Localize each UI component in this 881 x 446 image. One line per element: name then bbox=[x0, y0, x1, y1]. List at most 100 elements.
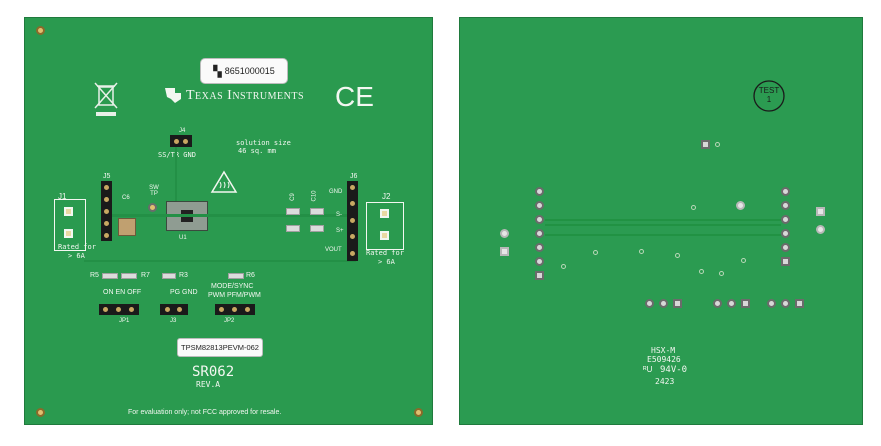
back-bottom-pad-1 bbox=[645, 299, 654, 308]
c10-label: C10 bbox=[311, 190, 318, 202]
j3-label: J3 bbox=[170, 318, 177, 324]
part-number-sticker: TPSM82813PEVM-062 bbox=[177, 338, 263, 357]
back-pad-far-left bbox=[500, 229, 509, 238]
resistor-r6 bbox=[228, 273, 244, 279]
hot-surface-warning-icon bbox=[210, 170, 238, 193]
j1-outline bbox=[54, 199, 86, 251]
cap-c9 bbox=[286, 208, 300, 215]
back-pad-left-3 bbox=[535, 215, 544, 224]
hsx-marking: HSX-M bbox=[651, 346, 676, 355]
back-sq-far-left bbox=[500, 247, 509, 256]
ti-logo-text: Texas Instruments bbox=[186, 88, 305, 103]
r3-label: R3 bbox=[179, 272, 188, 279]
back-bottom-pad-2 bbox=[659, 299, 668, 308]
back-pad-right-4 bbox=[781, 229, 790, 238]
j2-outline bbox=[366, 202, 404, 250]
r6-label: R6 bbox=[246, 272, 255, 279]
back-bottom-sq-3 bbox=[795, 299, 804, 308]
jp1-label: JP1 bbox=[119, 318, 130, 324]
j1-label: J1 bbox=[58, 192, 67, 201]
trace-main bbox=[112, 214, 352, 217]
j2-pad-bottom[interactable] bbox=[380, 231, 389, 240]
via-top bbox=[715, 142, 720, 147]
back-bottom-sq-1 bbox=[673, 299, 682, 308]
header-jp1[interactable] bbox=[99, 304, 139, 315]
j5-label: J5 bbox=[103, 173, 111, 180]
u1-label: U1 bbox=[179, 235, 187, 241]
sw-testpoint[interactable] bbox=[148, 203, 157, 212]
back-trace-1 bbox=[545, 219, 781, 221]
back-pad-left-4 bbox=[535, 229, 544, 238]
trace-vert bbox=[175, 147, 177, 201]
mounting-hole-bl bbox=[36, 408, 45, 417]
header-j3[interactable] bbox=[160, 304, 188, 315]
j1-pad-bottom[interactable] bbox=[64, 229, 73, 238]
rated-right-line1: Rated for bbox=[366, 249, 404, 257]
header-j5[interactable] bbox=[101, 181, 112, 241]
weee-bin-icon bbox=[94, 82, 118, 116]
back-via-7 bbox=[699, 269, 704, 274]
back-sq-right bbox=[781, 257, 790, 266]
back-pad-top bbox=[701, 140, 710, 149]
solution-size-line2: 46 sq. mm bbox=[238, 147, 276, 155]
back-board: TEST 1 HSX-M E509426 ᴿU 94V-0 2423 bbox=[459, 17, 863, 425]
j6-label: J6 bbox=[350, 173, 358, 180]
back-via-6 bbox=[561, 264, 566, 269]
test-circle bbox=[753, 80, 785, 112]
test-label: TEST 1 bbox=[758, 86, 780, 104]
back-via-3 bbox=[639, 249, 644, 254]
r5-label: R5 bbox=[90, 272, 99, 279]
serial-sticker: ▚ 8651000015 bbox=[200, 58, 288, 84]
back-trace-2 bbox=[545, 224, 781, 226]
back-bottom-pad-5 bbox=[767, 299, 776, 308]
pg-gnd-label: PG GND bbox=[170, 289, 198, 296]
disclaimer: For evaluation only; not FCC approved fo… bbox=[128, 409, 282, 416]
back-bottom-pad-4 bbox=[727, 299, 736, 308]
part-number: TPSM82813PEVM-062 bbox=[181, 343, 259, 352]
solution-size-line1: solution size bbox=[236, 139, 291, 147]
back-bottom-pad-6 bbox=[781, 299, 790, 308]
header-j6[interactable] bbox=[347, 181, 358, 261]
cap-c11 bbox=[286, 225, 300, 232]
back-via-5 bbox=[741, 258, 746, 263]
back-pad-right-1 bbox=[781, 187, 790, 196]
back-bottom-pad-3 bbox=[713, 299, 722, 308]
mode-sync-label: MODE/SYNC bbox=[211, 283, 254, 290]
resistor-r5 bbox=[102, 273, 118, 279]
back-via-2 bbox=[593, 250, 598, 255]
j4-label: J4 bbox=[179, 128, 186, 134]
mounting-hole-tl bbox=[36, 26, 45, 35]
c9-label: C9 bbox=[289, 193, 296, 201]
back-sq-far-right bbox=[816, 207, 825, 216]
sw-tp-label: SW TP bbox=[149, 185, 159, 197]
j2-pad-top[interactable] bbox=[380, 209, 389, 218]
header-j4[interactable] bbox=[170, 135, 192, 147]
back-pad-center bbox=[736, 201, 745, 210]
ul-mark-icon: ᴿU bbox=[643, 365, 653, 374]
ul-rating: 94V-0 bbox=[660, 365, 688, 375]
on-en-off-label: ON EN OFF bbox=[103, 289, 142, 296]
back-via-4 bbox=[675, 253, 680, 258]
back-bottom-sq-2 bbox=[741, 299, 750, 308]
resistor-r2 bbox=[162, 273, 176, 279]
revision: REV.A bbox=[196, 380, 221, 389]
r7-label: R7 bbox=[141, 272, 150, 279]
header-jp2[interactable] bbox=[215, 304, 255, 315]
c6-label: C6 bbox=[122, 195, 130, 201]
pwm-pfm-label: PWM PFM/PWM bbox=[208, 292, 261, 299]
ti-logo-icon bbox=[165, 88, 181, 103]
board-id: SR062 bbox=[192, 364, 235, 380]
back-pad-left-5 bbox=[535, 243, 544, 252]
j6-splus-label: S+ bbox=[336, 228, 344, 234]
back-via-8 bbox=[719, 271, 724, 276]
j1-pad-top[interactable] bbox=[64, 207, 73, 216]
cap-c10 bbox=[310, 208, 324, 215]
j6-vout-label: VOUT bbox=[325, 247, 342, 253]
back-pad-right-5 bbox=[781, 243, 790, 252]
rated-right-line2: > 6A bbox=[378, 258, 395, 266]
j6-gnd-label: GND bbox=[329, 189, 343, 195]
back-trace-3 bbox=[545, 234, 781, 236]
back-pad-left-1 bbox=[535, 187, 544, 196]
rated-left-line2: > 6A bbox=[68, 252, 85, 260]
cap-c12 bbox=[310, 225, 324, 232]
